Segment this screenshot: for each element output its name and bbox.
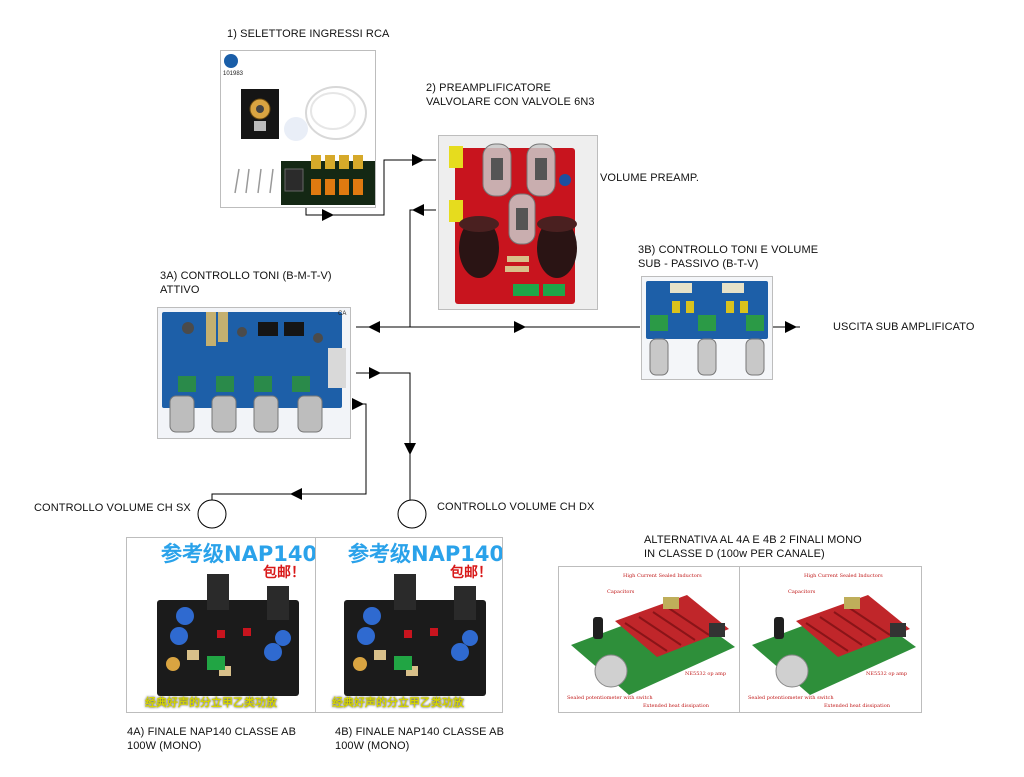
nap140-photo-a: 参考级NAP140 包邮！ 经典好声的分立甲乙类功放 — [126, 537, 316, 713]
tone-control-sub-photo — [641, 276, 773, 380]
arrow-left — [368, 321, 380, 333]
arrow-right — [785, 321, 797, 333]
tube-preamp-photo — [438, 135, 598, 310]
final-a-label-line2: 100W (MONO) — [127, 740, 202, 752]
note-op-amp: NE5532 op amp — [685, 671, 727, 677]
alt-label-line1: ALTERNATIVA AL 4A E 4B 2 FINALI MONO — [644, 534, 862, 546]
tone-sub-label-line1: 3B) CONTROLLO TONI E VOLUME — [638, 244, 819, 256]
volume-right-label: CONTROLLO VOLUME CH DX — [437, 501, 595, 513]
arrow-right — [352, 398, 364, 410]
volume-preamp-label: VOLUME PREAMP. — [600, 172, 700, 184]
board-mark: CA — [338, 311, 347, 317]
tone-active-label-line2: ATTIVO — [160, 284, 200, 296]
wire-rca-to-preamp — [305, 159, 436, 216]
nap-footer: 经典好声的分立甲乙类功放 — [332, 696, 464, 709]
note-potentiometer: Sealed potentiometer with switch — [567, 695, 653, 701]
arrow-right — [514, 321, 526, 333]
nap-title: 参考级NAP140 — [161, 542, 316, 566]
arrow-right — [369, 367, 381, 379]
volume-left-label: CONTROLLO VOLUME CH SX — [34, 502, 191, 514]
sub-output-label: USCITA SUB AMPLIFICATO — [833, 321, 975, 333]
note-inductors: High Current Sealed Inductors — [623, 573, 702, 579]
rca-selector-photo: 101983 — [220, 50, 376, 208]
rca-selector-label: 1) SELETTORE INGRESSI RCA — [227, 28, 390, 40]
nap-badge: 包邮！ — [450, 565, 492, 581]
arrow-left — [412, 204, 424, 216]
tone-control-active-photo: CA — [157, 307, 351, 439]
nap140-photo-b: 参考级NAP140 包邮！ 经典好声的分立甲乙类功放 — [315, 537, 503, 713]
note-heatsink: Extended heat dissipation — [643, 703, 709, 709]
preamp-label-line2: VALVOLARE CON VALVOLE 6N3 — [426, 96, 595, 108]
preamp-label-line1: 2) PREAMPLIFICATORE — [426, 82, 551, 94]
alt-label-line2: IN CLASSE D (100w PER CANALE) — [644, 548, 825, 560]
logo-icon — [224, 54, 238, 68]
nap-title: 参考级NAP140 — [348, 542, 503, 566]
arrow-left — [290, 488, 302, 500]
note-heatsink: Extended heat dissipation — [824, 703, 890, 709]
note-inductors: High Current Sealed Inductors — [804, 573, 883, 579]
note-capacitors: Capacitors — [788, 589, 816, 595]
arrow-right — [412, 154, 424, 166]
logo-text: 101983 — [223, 71, 244, 77]
tone-active-label-line1: 3A) CONTROLLO TONI (B-M-T-V) — [160, 270, 332, 282]
nap-footer: 经典好声的分立甲乙类功放 — [145, 696, 277, 709]
final-b-label-line1: 4B) FINALE NAP140 CLASSE AB — [335, 726, 504, 738]
tone-sub-label-line2: SUB - PASSIVO (B-T-V) — [638, 258, 759, 270]
nap-badge: 包邮！ — [263, 565, 305, 581]
classd-photo-2: High Current Sealed Inductors Capacitors… — [739, 566, 922, 713]
volume-pot-left — [197, 499, 227, 529]
classd-photo-1: High Current Sealed Inductors Capacitors… — [558, 566, 741, 713]
final-a-label-line1: 4A) FINALE NAP140 CLASSE AB — [127, 726, 296, 738]
arrow-right — [322, 209, 334, 221]
volume-pot-right — [397, 499, 427, 529]
note-capacitors: Capacitors — [607, 589, 635, 595]
wire-preamp-out — [409, 209, 436, 327]
note-op-amp: NE5532 op amp — [866, 671, 908, 677]
wire-tone-to-right — [356, 372, 411, 500]
arrow-down — [404, 443, 416, 455]
note-potentiometer: Sealed potentiometer with switch — [748, 695, 834, 701]
final-b-label-line2: 100W (MONO) — [335, 740, 410, 752]
